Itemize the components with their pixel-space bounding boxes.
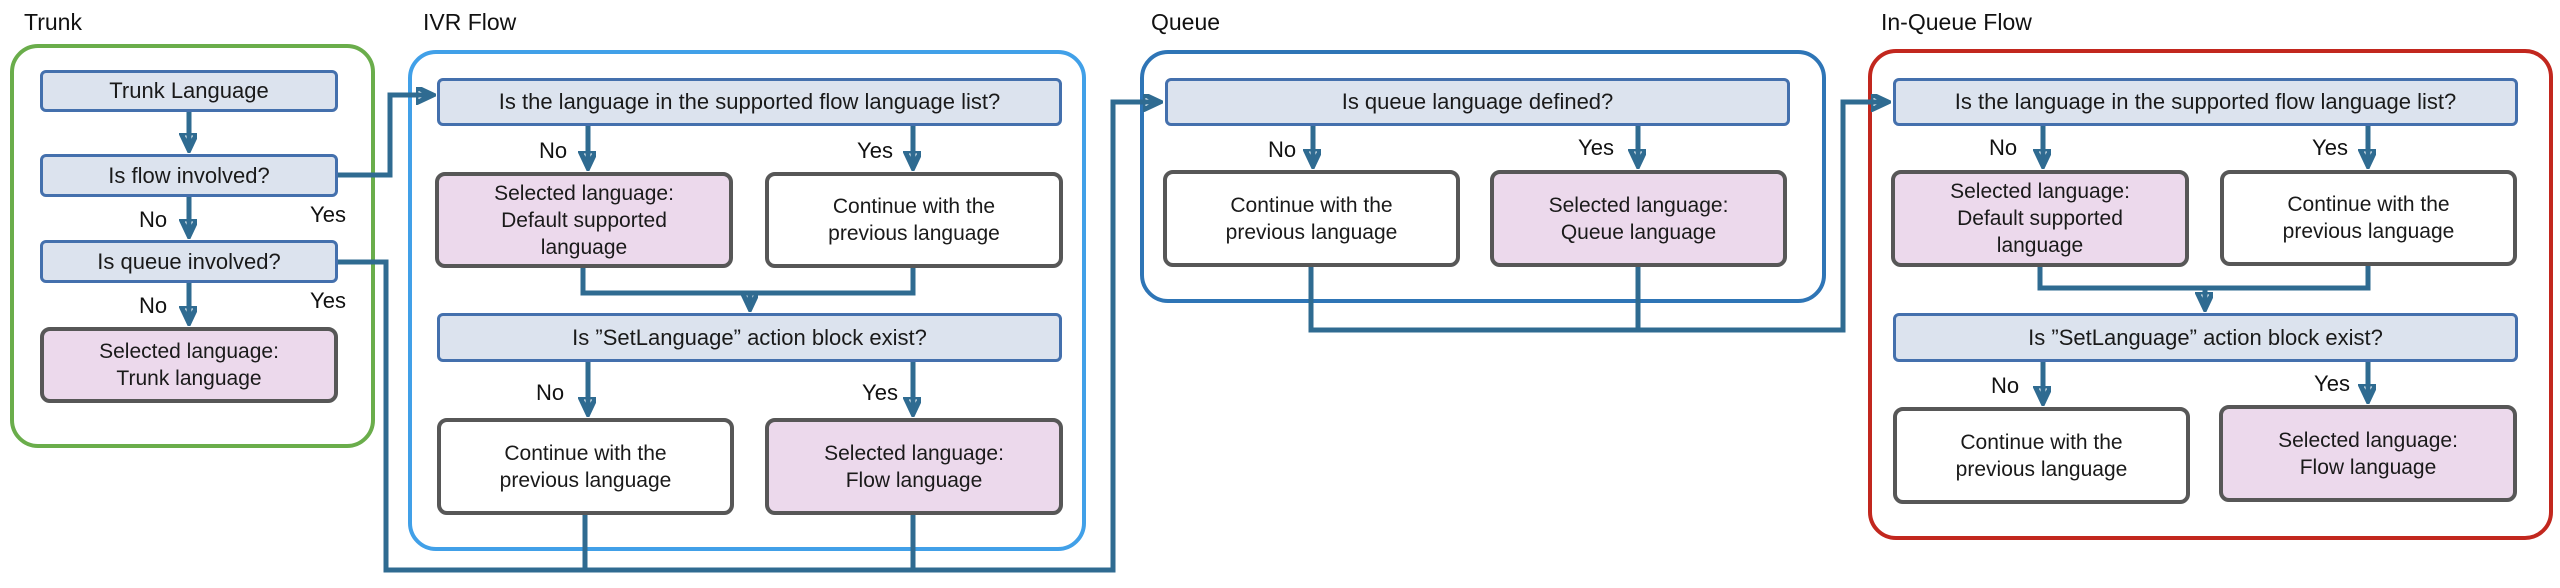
section-border-inqueue	[1868, 49, 2553, 540]
section-title-inqueue: In-Queue Flow	[1881, 9, 2032, 35]
section-border-ivr	[408, 50, 1086, 551]
label-inqueue-setlang-yes: Yes	[2314, 371, 2350, 396]
label-ivr-supported-yes: Yes	[857, 138, 893, 163]
label-inqueue-supported-yes: Yes	[2312, 135, 2348, 160]
label-ivr-setlang-no: No	[535, 380, 565, 405]
inqueue-continue-previous-box-1: Continue with the previous language	[2220, 170, 2517, 266]
label-inqueue-supported-no: No	[1988, 135, 2018, 160]
ivr-default-supported-box: Selected language: Default supported lan…	[435, 172, 733, 268]
edge-trunk-yes-to-ivr	[338, 95, 431, 178]
label-ivr-setlang-yes: Yes	[862, 380, 898, 405]
ivr-supported-list-box: Is the language in the supported flow la…	[437, 78, 1062, 126]
label-trunk-flow-no: No	[138, 207, 168, 232]
queue-language-box: Selected language: Queue language	[1490, 170, 1787, 267]
inqueue-setlanguage-box: Is ”SetLanguage” action block exist?	[1893, 313, 2518, 362]
section-border-trunk	[10, 44, 375, 448]
queue-defined-box: Is queue language defined?	[1165, 78, 1790, 126]
label-trunk-queue-no: No	[138, 293, 168, 318]
edge-ivr-merge	[580, 268, 916, 296]
label-queue-defined-yes: Yes	[1578, 135, 1614, 160]
ivr-setlanguage-box: Is ”SetLanguage” action block exist?	[437, 313, 1062, 362]
edge-inqueue-merge	[2037, 266, 2371, 291]
inqueue-flow-language-box: Selected language: Flow language	[2219, 405, 2517, 502]
ivr-continue-previous-box-1: Continue with the previous language	[765, 172, 1063, 268]
inqueue-default-supported-box: Selected language: Default supported lan…	[1891, 170, 2189, 267]
trunk-language-box: Trunk Language	[40, 70, 338, 112]
label-trunk-flow-yes: Yes	[310, 202, 346, 227]
label-ivr-supported-no: No	[538, 138, 568, 163]
inqueue-continue-previous-box-2: Continue with the previous language	[1893, 407, 2190, 504]
section-border-queue	[1140, 50, 1826, 303]
inqueue-supported-list-box: Is the language in the supported flow la…	[1893, 78, 2518, 126]
queue-continue-previous-box: Continue with the previous language	[1163, 170, 1460, 267]
section-title-trunk: Trunk	[24, 9, 82, 35]
label-inqueue-setlang-no: No	[1990, 373, 2020, 398]
section-title-ivr: IVR Flow	[423, 9, 517, 35]
result-trunk-language-box: Selected language: Trunk language	[40, 327, 338, 403]
section-title-queue: Queue	[1151, 9, 1221, 35]
ivr-flow-language-box: Selected language: Flow language	[765, 418, 1063, 515]
edge-queue-to-inqueue	[1308, 102, 1886, 333]
edge-trunk-yes-to-queue	[338, 102, 1158, 573]
queue-involved-box: Is queue involved?	[40, 240, 338, 283]
ivr-continue-previous-box-2: Continue with the previous language	[437, 418, 734, 515]
label-trunk-queue-yes: Yes	[310, 288, 346, 313]
label-queue-defined-no: No	[1267, 137, 1297, 162]
flow-involved-box: Is flow involved?	[40, 154, 338, 197]
